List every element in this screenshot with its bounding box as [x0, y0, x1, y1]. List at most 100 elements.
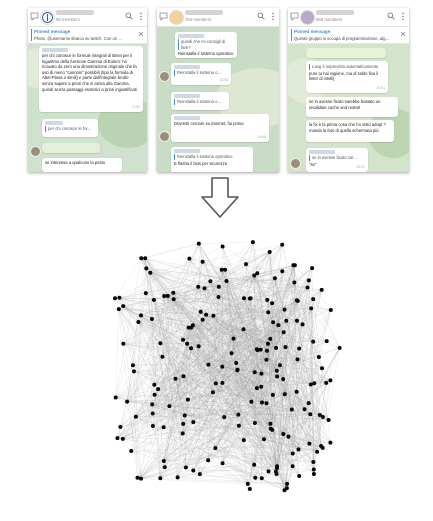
search-icon[interactable] [387, 12, 395, 20]
graph-edge [135, 416, 278, 469]
chat-bubble-icon[interactable] [159, 11, 169, 21]
chat-bubble-icon[interactable] [290, 11, 300, 21]
graph-edge [285, 324, 303, 348]
graph-edge [187, 373, 262, 400]
graph-edge [278, 325, 288, 489]
graph-edge [218, 286, 300, 349]
graph-edge [122, 422, 255, 440]
graph-edge [218, 275, 255, 298]
graph-edge [274, 278, 322, 447]
graph-edge [269, 251, 293, 454]
graph-edge [118, 309, 201, 475]
graph-edge [279, 340, 327, 366]
graph-edge [133, 371, 320, 416]
graph-edge [133, 371, 265, 440]
graph-edge [182, 324, 279, 340]
pinned-accent-bar [291, 29, 292, 41]
graph-edge [141, 258, 194, 423]
graph-edge [215, 268, 313, 449]
graph-edge [213, 315, 286, 348]
graph-edge [247, 414, 311, 484]
graph-edge [198, 243, 223, 367]
graph-edge [208, 251, 270, 365]
close-icon[interactable] [138, 31, 144, 37]
graph-edge [270, 338, 284, 380]
graph-edge [152, 314, 207, 427]
pinned-text: Questo gruppo si occupa di programmazion… [294, 36, 389, 41]
graph-edge [137, 329, 244, 478]
graph-edge [118, 309, 161, 479]
graph-edge [122, 339, 184, 439]
graph-edge [163, 295, 168, 428]
user-avatar[interactable] [159, 131, 170, 142]
more-options-icon[interactable] [139, 12, 143, 21]
graph-edge [115, 315, 214, 398]
graph-edge [222, 246, 278, 377]
graph-edge [263, 439, 288, 489]
group-avatar[interactable] [169, 10, 184, 25]
graph-node [245, 481, 250, 486]
message-bubble[interactable]: se lo avesse fixato sar... "se" 10:01 [306, 148, 368, 172]
close-icon[interactable] [400, 31, 406, 37]
graph-edge [313, 382, 327, 463]
graph-edge [160, 286, 219, 344]
graph-node [254, 347, 259, 352]
graph-edge [140, 460, 209, 479]
pinned-message-bar[interactable]: Pinned message Photo, @username sbarca s… [28, 27, 147, 44]
graph-edge [164, 295, 329, 421]
graph-edge [254, 275, 262, 479]
graph-edge [152, 271, 283, 427]
graph-edge [314, 383, 322, 447]
graph-edge [293, 265, 329, 421]
more-options-icon[interactable] [271, 12, 275, 21]
message-bubble[interactable]: se interessa a qualcuno la posto [42, 158, 122, 172]
message-bubble[interactable]: quindi che mi consigli di fare? Reinstal… [175, 32, 237, 58]
message-bubble[interactable]: per chi conosce le for... [42, 119, 98, 137]
graph-edge [188, 327, 250, 490]
graph-edge [218, 273, 258, 298]
graph-edge [199, 473, 288, 485]
search-icon[interactable] [257, 12, 265, 20]
graph-edge [193, 470, 262, 479]
graph-node [294, 389, 299, 394]
graph-edge [140, 315, 288, 484]
user-avatar[interactable] [290, 158, 301, 169]
message-bubble[interactable]: Reinstalla il sistema o... 14:05 [171, 63, 231, 85]
graph-edge [182, 339, 288, 489]
graph-edge [272, 322, 309, 404]
message-bubble[interactable]: se lo avesse fixato sarebbe bastato un i… [306, 97, 398, 117]
graph-edge [183, 325, 279, 424]
graph-edge [138, 321, 278, 467]
graph-edge [138, 321, 273, 396]
message-bubble[interactable]: per chi conosce le formule integrali di … [39, 46, 143, 112]
graph-edge [122, 394, 285, 440]
message-bubble[interactable]: Dovresti cercare su internet, fai prima … [171, 114, 269, 142]
group-avatar[interactable] [40, 10, 55, 25]
user-avatar[interactable] [159, 71, 170, 82]
graph-edge [218, 296, 262, 374]
graph-edge [117, 425, 153, 439]
more-options-icon[interactable] [401, 12, 405, 21]
message-bubble[interactable]: la fix è la prima cosa che ho visto adop… [306, 120, 394, 142]
graph-edge [254, 350, 258, 465]
graph-edge [154, 350, 268, 385]
message-bubble-redacted[interactable] [306, 48, 386, 58]
graph-node [220, 380, 225, 385]
chat-bubble-icon[interactable] [30, 11, 40, 21]
graph-edge [276, 347, 340, 467]
message-bubble[interactable]: Reinstalla il sistema o... [171, 92, 229, 110]
user-avatar[interactable] [30, 146, 41, 157]
message-bubble[interactable]: Lang è imprevisto automaticamente pure t… [306, 61, 388, 93]
graph-edge [193, 469, 314, 471]
pinned-message-bar[interactable]: Pinned message Questo gruppo si occupa d… [288, 27, 409, 44]
graph-node [311, 339, 316, 344]
graph-edge [146, 268, 271, 340]
group-avatar[interactable] [300, 10, 315, 25]
search-icon[interactable] [125, 12, 133, 20]
graph-edge [221, 269, 277, 371]
graph-edge [175, 378, 271, 424]
graph-edge [182, 348, 192, 434]
message-bubble[interactable]: Reinstalla il sistema operativo E flasha… [171, 147, 253, 172]
message-bubble-redacted[interactable] [42, 143, 100, 153]
graph-edge [118, 308, 207, 315]
